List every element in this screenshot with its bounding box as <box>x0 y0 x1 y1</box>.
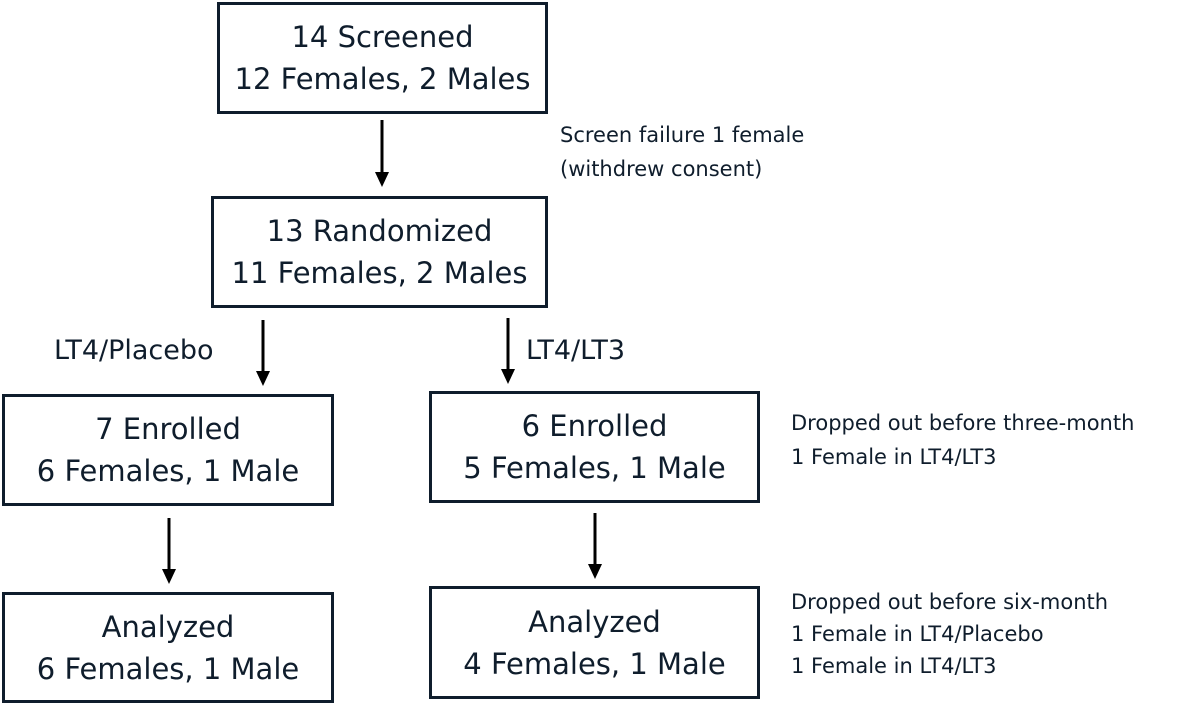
analyzed-right-detail: 4 Females, 1 Male <box>463 646 726 681</box>
dropout-six-month-line-1: Dropped out before six-month <box>791 590 1109 614</box>
arm-label-lt4-lt3: LT4/LT3 <box>526 335 626 366</box>
screen-failure-line-1: Screen failure 1 female <box>560 123 805 147</box>
arrow-randomized-to-left-arm <box>256 320 270 386</box>
randomized-box: 13 Randomized 11 Females, 2 Males <box>211 196 548 308</box>
dropout-six-month-line-3: 1 Female in LT4/LT3 <box>791 654 997 678</box>
enrolled-right-title: 6 Enrolled <box>521 409 668 443</box>
screen-failure-line-2: (withdrew consent) <box>560 157 763 181</box>
enrolled-left-title: 7 Enrolled <box>95 412 241 446</box>
analyzed-right-box: Analyzed 4 Females, 1 Male <box>429 586 760 699</box>
screened-box: 14 Screened 12 Females, 2 Males <box>217 2 548 114</box>
screen-failure-note: Screen failure 1 female (withdrew consen… <box>560 118 804 186</box>
dropout-six-month-line-2: 1 Female in LT4/Placebo <box>791 622 1044 646</box>
randomized-title: 13 Randomized <box>266 214 493 248</box>
arrow-randomized-to-right-arm <box>501 318 515 384</box>
dropout-three-month-note: Dropped out before three-month 1 Female … <box>791 406 1134 474</box>
analyzed-left-detail: 6 Females, 1 Male <box>36 651 300 686</box>
dropout-three-month-line-1: Dropped out before three-month <box>791 411 1135 435</box>
arrow-screened-to-randomized <box>375 120 389 187</box>
enrolled-right-detail: 5 Females, 1 Male <box>463 451 726 485</box>
analyzed-right-title: Analyzed <box>528 604 661 639</box>
screened-detail: 12 Females, 2 Males <box>234 62 531 96</box>
screened-title: 14 Screened <box>291 20 474 54</box>
enrolled-left-box: 7 Enrolled 6 Females, 1 Male <box>2 394 334 506</box>
analyzed-left-box: Analyzed 6 Females, 1 Male <box>2 592 334 703</box>
enrolled-right-box: 6 Enrolled 5 Females, 1 Male <box>429 391 760 503</box>
dropout-three-month-line-2: 1 Female in LT4/LT3 <box>791 445 997 469</box>
analyzed-left-title: Analyzed <box>101 609 235 644</box>
arrow-right-enrolled-to-analyzed <box>588 513 602 579</box>
dropout-six-month-note: Dropped out before six-month 1 Female in… <box>791 586 1108 682</box>
randomized-detail: 11 Females, 2 Males <box>231 256 528 290</box>
arm-label-lt4-placebo: LT4/Placebo <box>54 335 214 366</box>
arrow-left-enrolled-to-analyzed <box>162 518 176 584</box>
enrolled-left-detail: 6 Females, 1 Male <box>36 454 300 488</box>
